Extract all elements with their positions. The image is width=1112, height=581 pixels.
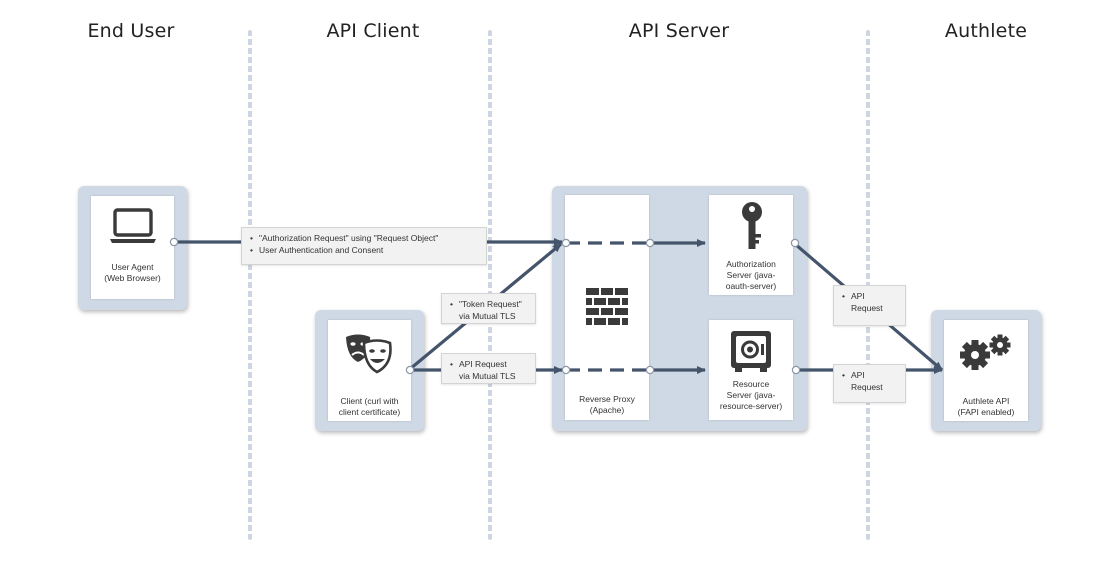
reverse-proxy-card: Reverse Proxy (Apache) — [565, 195, 649, 420]
connector-dot — [790, 238, 800, 248]
lane-title-end-user: End User — [87, 20, 175, 42]
authorization-server-label: Authorization Server (java- oauth-server… — [725, 259, 777, 291]
user-agent-label: User Agent (Web Browser) — [104, 262, 161, 283]
user-agent-card: User Agent (Web Browser) — [91, 196, 174, 299]
note-item: API Request via Mutual TLS — [450, 358, 529, 382]
token-request-note: "Token Request" via Mutual TLS — [441, 293, 536, 324]
connector-dot — [561, 365, 571, 375]
lane-divider — [248, 30, 252, 540]
resource-server-label: Resource Server (java- resource-server) — [719, 379, 783, 411]
note-item: API Request — [842, 290, 899, 314]
lane-title-authlete: Authlete — [944, 20, 1028, 42]
authlete-api-card: Authlete API (FAPI enabled) — [944, 320, 1028, 421]
note-item: "Token Request" via Mutual TLS — [450, 298, 529, 322]
firewall-brick-icon — [586, 288, 628, 325]
lane-title-api-server: API Server — [628, 20, 730, 42]
resource-api-request-note: API Request — [833, 364, 906, 403]
connector-dot — [645, 365, 655, 375]
safe-icon — [731, 331, 771, 372]
gears-icon — [960, 334, 1011, 370]
client-panel: Client (curl with client certificate) — [315, 310, 424, 431]
connector-dot — [561, 238, 571, 248]
lane-title-api-client: API Client — [326, 20, 420, 42]
reverse-proxy-label: Reverse Proxy (Apache) — [579, 394, 635, 415]
connector-dot — [791, 365, 801, 375]
api-server-panel: Reverse Proxy (Apache) Authorization Ser… — [552, 186, 807, 431]
client-label: Client (curl with client certificate) — [338, 396, 401, 417]
note-item: User Authentication and Consent — [250, 244, 480, 256]
lane-divider — [488, 30, 492, 540]
note-item: API Request — [842, 369, 899, 393]
authlete-api-panel: Authlete API (FAPI enabled) — [931, 310, 1041, 431]
resource-server-card: Resource Server (java- resource-server) — [709, 320, 793, 420]
authorization-server-card: Authorization Server (java- oauth-server… — [709, 195, 793, 295]
authorization-request-note: "Authorization Request" using "Request O… — [241, 227, 487, 265]
client-card: Client (curl with client certificate) — [328, 320, 411, 421]
user-agent-panel: User Agent (Web Browser) — [78, 186, 187, 310]
api-request-mtls-note: API Request via Mutual TLS — [441, 353, 536, 384]
authlete-api-label: Authlete API (FAPI enabled) — [957, 396, 1015, 417]
connector-dot — [645, 238, 655, 248]
note-item: "Authorization Request" using "Request O… — [250, 232, 480, 244]
laptop-icon — [110, 208, 156, 243]
connector-dot — [169, 237, 179, 247]
key-icon — [742, 202, 762, 249]
connector-dot — [405, 365, 415, 375]
theater-masks-icon — [346, 334, 392, 374]
authorization-api-request-note: API Request — [833, 285, 906, 326]
